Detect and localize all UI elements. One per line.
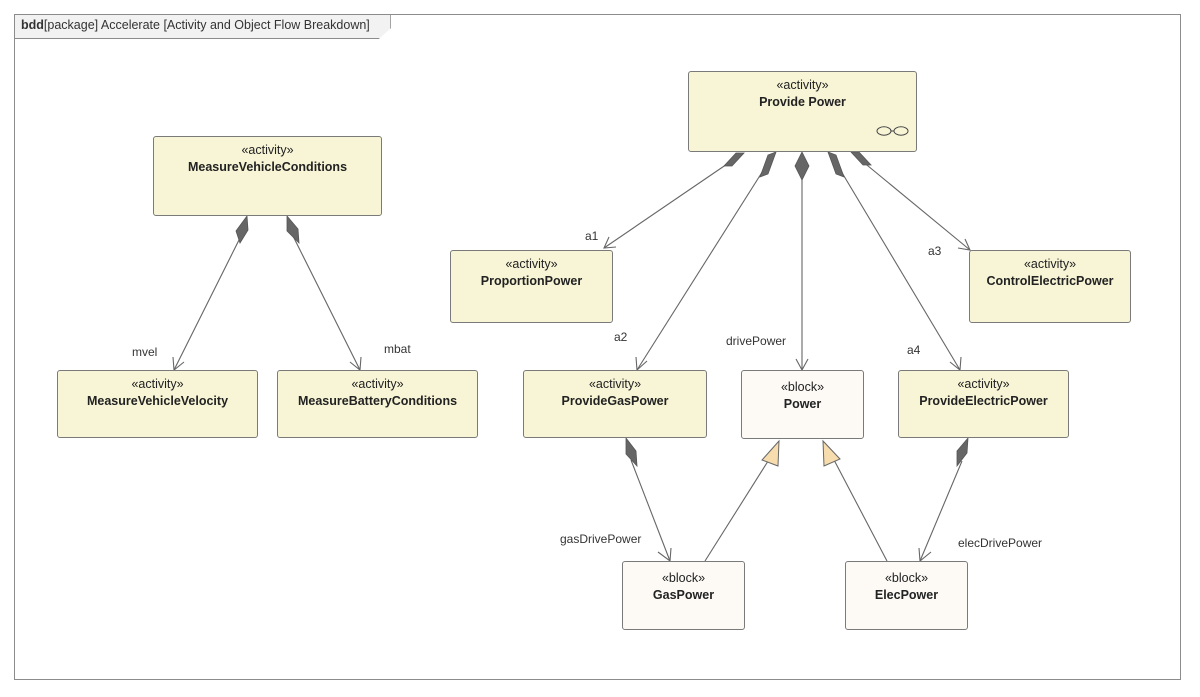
proportion-power-activity[interactable]: «activity» ProportionPower (450, 250, 613, 323)
activity-name: MeasureVehicleVelocity (86, 394, 229, 408)
stereotype-label: «activity» (505, 257, 558, 271)
activity-name: MeasureVehicleConditions (187, 160, 348, 174)
connector-gas-drive-power[interactable] (630, 459, 671, 562)
composition-diamond-mvel (235, 214, 249, 244)
stereotype-label: «activity» (1023, 257, 1077, 271)
stereotype-label: «activity» (241, 143, 294, 157)
stereotype-label: «activity» (957, 377, 1010, 391)
stereotype-label: «block» (884, 571, 929, 585)
connector-a2[interactable] (636, 165, 767, 371)
measure-battery-conditions-activity[interactable]: «activity» MeasureBatteryConditions (277, 370, 478, 438)
stereotype-label: «activity» (351, 377, 404, 391)
connector-mbat[interactable] (292, 235, 361, 371)
label-gas-drive-power: gasDrivePower (560, 532, 642, 546)
activity-name: Provide Power (759, 95, 846, 109)
generalization-triangle-gaspower (761, 439, 780, 467)
connector-elec-drive-power[interactable] (919, 460, 963, 562)
composition-diamond-a1 (723, 152, 745, 167)
diagram-kind: bdd (21, 18, 44, 32)
stereotype-label: «activity» (588, 377, 642, 391)
label-elec-drive-power: elecDrivePower (958, 536, 1043, 550)
connector-a3[interactable] (861, 160, 971, 251)
provide-gas-power-activity[interactable]: «activity» ProvideGasPower (523, 370, 707, 438)
measure-vehicle-conditions-activity[interactable]: «activity» MeasureVehicleConditions (153, 136, 382, 216)
generalization-elecpower-line[interactable] (832, 457, 888, 562)
connector-mvel[interactable] (173, 235, 242, 371)
generalization-gaspower-line[interactable] (704, 457, 771, 562)
block-name: Power (783, 397, 822, 411)
label-mvel: mvel (132, 345, 158, 359)
block-name: GasPower (652, 588, 715, 602)
label-mbat: mbat (384, 342, 411, 356)
power-block[interactable]: «block» Power (741, 370, 864, 439)
stereotype-label: «activity» (776, 78, 829, 92)
activity-name: ProvideElectricPower (919, 394, 1048, 408)
connector-a1[interactable] (603, 159, 734, 249)
stereotype-label: «activity» (131, 377, 184, 391)
composition-diamond-a2 (759, 151, 777, 178)
composition-diamond-elec-drive-power (956, 436, 969, 468)
diagram-title: [package] Accelerate [Activity and Objec… (43, 18, 370, 32)
stereotype-label: «block» (661, 571, 706, 585)
label-a3: a3 (928, 244, 942, 258)
rake-icon (876, 126, 909, 136)
provide-power-activity[interactable]: «activity» Provide Power (688, 71, 917, 152)
activity-name: ControlElectricPower (986, 274, 1114, 288)
gas-power-block[interactable]: «block» GasPower (622, 561, 745, 630)
composition-diamond-drive-power (794, 151, 810, 181)
measure-vehicle-velocity-activity[interactable]: «activity» MeasureVehicleVelocity (57, 370, 258, 438)
arrowhead-a1 (603, 236, 617, 249)
diagram-header-tab[interactable]: bdd[package] Accelerate [Activity and Ob… (15, 15, 391, 39)
activity-name: ProportionPower (480, 274, 583, 288)
connector-a4[interactable] (837, 165, 961, 371)
block-name: ElecPower (874, 588, 939, 602)
activity-name: ProvideGasPower (561, 394, 669, 408)
provide-electric-power-activity[interactable]: «activity» ProvideElectricPower (898, 370, 1069, 438)
label-a4: a4 (907, 343, 921, 357)
diagram-frame: bdd[package] Accelerate [Activity and Ob… (14, 14, 1181, 680)
label-drive-power: drivePower (726, 334, 787, 348)
control-electric-power-activity[interactable]: «activity» ControlElectricPower (969, 250, 1131, 323)
generalization-triangle-elecpower (822, 439, 841, 467)
composition-diamond-a4 (827, 151, 845, 178)
composition-diamond-a3 (850, 151, 872, 166)
label-a1: a1 (585, 229, 599, 243)
label-a2: a2 (614, 330, 628, 344)
composition-diamond-mbat (286, 214, 300, 245)
elec-power-block[interactable]: «block» ElecPower (845, 561, 968, 630)
composition-diamond-gas-drive-power (625, 436, 638, 468)
activity-name: MeasureBatteryConditions (297, 394, 458, 408)
stereotype-label: «block» (780, 380, 825, 394)
